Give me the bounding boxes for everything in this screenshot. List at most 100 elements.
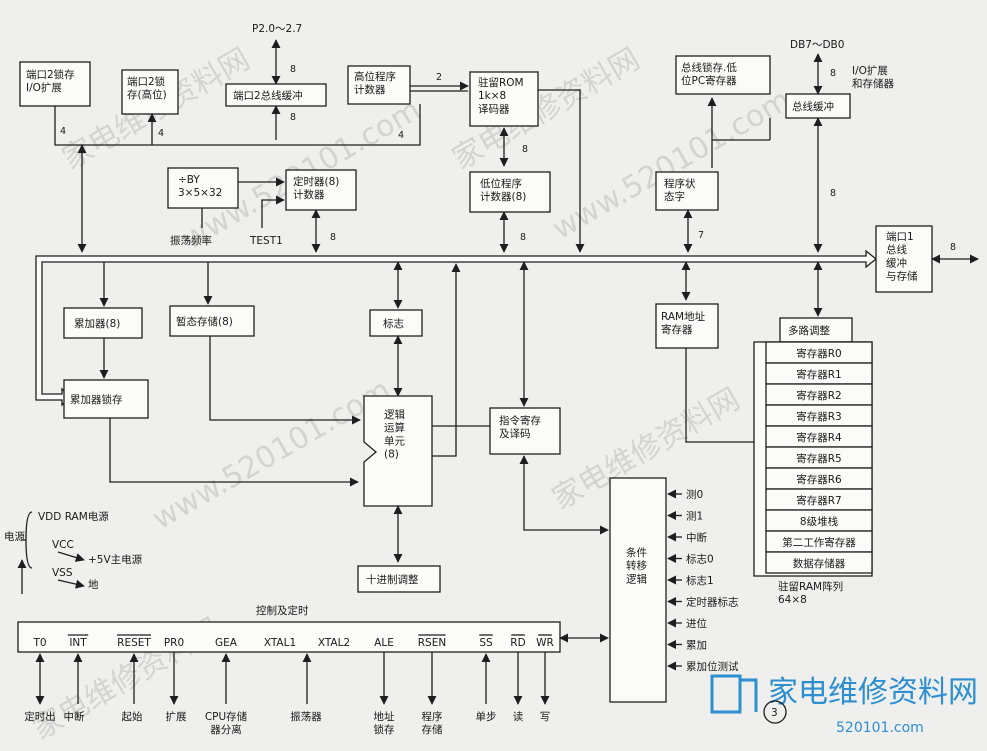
power-vss: VSS (52, 567, 73, 579)
instr-reg-text: 指令寄存及译码 (499, 414, 541, 440)
control-signal-label: 中断 (64, 710, 85, 723)
port1-out-width: 8 (950, 242, 956, 253)
power-vcc: VCC (52, 539, 74, 551)
register-label: 寄存器R3 (796, 410, 841, 423)
high-address-line (54, 104, 421, 146)
register-label: 寄存器R6 (796, 473, 842, 486)
power-vdd: VDD RAM电源 (38, 510, 109, 523)
low-pc-block: 低位程序计数器(8) (469, 171, 551, 213)
temp-reg-text: 暂态存储(8) (176, 315, 233, 328)
accumulator-text: 累加器(8) (74, 318, 120, 330)
control-signal-label: 定时出 (24, 710, 56, 723)
psw-text: 程序状态字 (664, 177, 696, 203)
ramaddr-array-arrow (685, 348, 767, 447)
cond-input-label: 累加 (686, 640, 707, 652)
low-bus-width: 8 (520, 232, 526, 243)
timer-block: 定时器(8)计数器 (285, 169, 357, 211)
control-pin-label: WR (536, 637, 554, 649)
register-label: 寄存器R1 (796, 368, 841, 381)
test1-label: TEST1 (249, 235, 283, 247)
vcc-arrow (57, 551, 85, 562)
cond-input-label: 定时器标志 (686, 596, 739, 609)
mux-text: 多路调整 (788, 324, 830, 337)
power-vcc-desc: +5V主电源 (88, 553, 143, 566)
control-pin-label: T0 (32, 637, 46, 649)
control-pin-label: RESET (117, 637, 151, 649)
brand-url: 520101.com (836, 720, 924, 736)
buf-down-width: 8 (830, 188, 836, 199)
rom-low-width: 8 (522, 144, 528, 155)
db-label: DB7～DB0 (790, 39, 844, 51)
psw-block: 程序状态字 (655, 171, 719, 211)
control-signal-label: 振荡器 (290, 710, 322, 723)
port2-latch-high-block: 端口2锁存(高位) (121, 69, 179, 115)
register-label: 寄存器R0 (796, 347, 841, 360)
alu-block (363, 395, 433, 507)
control-signal-label: 扩展 (166, 710, 187, 723)
register-label: 寄存器R4 (796, 431, 842, 444)
test1-arrow (261, 195, 285, 228)
n4a: 4 (60, 126, 66, 137)
control-title: 控制及定时 (256, 604, 309, 617)
accumulator-block: 累加器(8) (63, 307, 143, 339)
alu-bus-arrow (432, 263, 461, 457)
control-pin-label: XTAL2 (318, 637, 350, 649)
register-label: 8级堆栈 (800, 515, 839, 528)
power-vss-desc: 地 (88, 578, 99, 591)
control-signal-label: 写 (540, 711, 551, 723)
control-pin-label: RSEN (418, 637, 446, 649)
decimal-adj-block: 十进制调整 (357, 565, 441, 593)
cond-input-label: 中断 (686, 531, 707, 544)
alu-text: 逻辑运算单元(8) (384, 408, 405, 460)
port2-latch-high-text: 端口2锁存(高位) (127, 75, 167, 101)
cond-input-label: 标志1 (686, 574, 714, 587)
low-pc-text: 低位程序计数器(8) (480, 177, 526, 203)
book-icon (710, 674, 758, 714)
control-signal-label: 单步 (476, 711, 497, 723)
page-number-circle (763, 700, 787, 724)
bus-buffer-block: 总线缓冲 (785, 93, 851, 119)
cond-input-label: 标志0 (686, 553, 714, 566)
ram-array-block: 寄存器R0寄存器R1寄存器R2寄存器R3寄存器R4寄存器R5寄存器R6寄存器R7… (753, 341, 873, 577)
mux-block: 多路调整 (779, 317, 853, 343)
cond-input-label: 测1 (686, 510, 703, 523)
db-width: 8 (830, 68, 836, 79)
control-signal-label: 读 (513, 710, 524, 723)
rom-bus-line (538, 89, 585, 253)
vss-arrow (57, 579, 85, 589)
io-label: I/O扩展和存储器 (852, 64, 894, 90)
flags-text: 标志 (383, 317, 404, 330)
cond-input-label: 累加位测试 (686, 660, 739, 673)
brand-name: 家电维修资料网 (768, 675, 978, 710)
bus-latch-pc-block: 总线锁存.低位PC寄存器 (675, 55, 771, 95)
cond-input-label: 进位 (686, 617, 707, 630)
control-block (17, 621, 561, 653)
control-pin-label: ALE (374, 637, 394, 649)
control-signal-label: CPU存储器分离 (205, 710, 248, 736)
control-pin-label: PR0 (164, 637, 184, 649)
ram-addr-text: RAM地址寄存器 (661, 310, 706, 336)
page-number: 3 (771, 707, 778, 719)
temp-reg-block: 暂态存储(8) (169, 305, 255, 337)
cond-branch-text: 条件转移逻辑 (626, 546, 647, 585)
port2-bus-buffer-block: 端口2总线缓冲 (225, 83, 327, 107)
timer-text: 定时器(8)计数器 (293, 175, 339, 201)
decimal-adj-text: 十进制调整 (366, 573, 419, 586)
timer-bus-width: 8 (330, 232, 336, 243)
n4b: 4 (158, 128, 164, 139)
control-signal-label: 地址锁存 (374, 710, 395, 736)
osc-freq-label: 振荡频率 (170, 234, 212, 247)
control-signal-label: 起始 (122, 710, 143, 723)
control-pin-label: INT (69, 637, 87, 649)
acc-latch-block: 累加器锁存 (63, 379, 149, 419)
bus-buffer-text: 总线缓冲 (792, 100, 834, 113)
